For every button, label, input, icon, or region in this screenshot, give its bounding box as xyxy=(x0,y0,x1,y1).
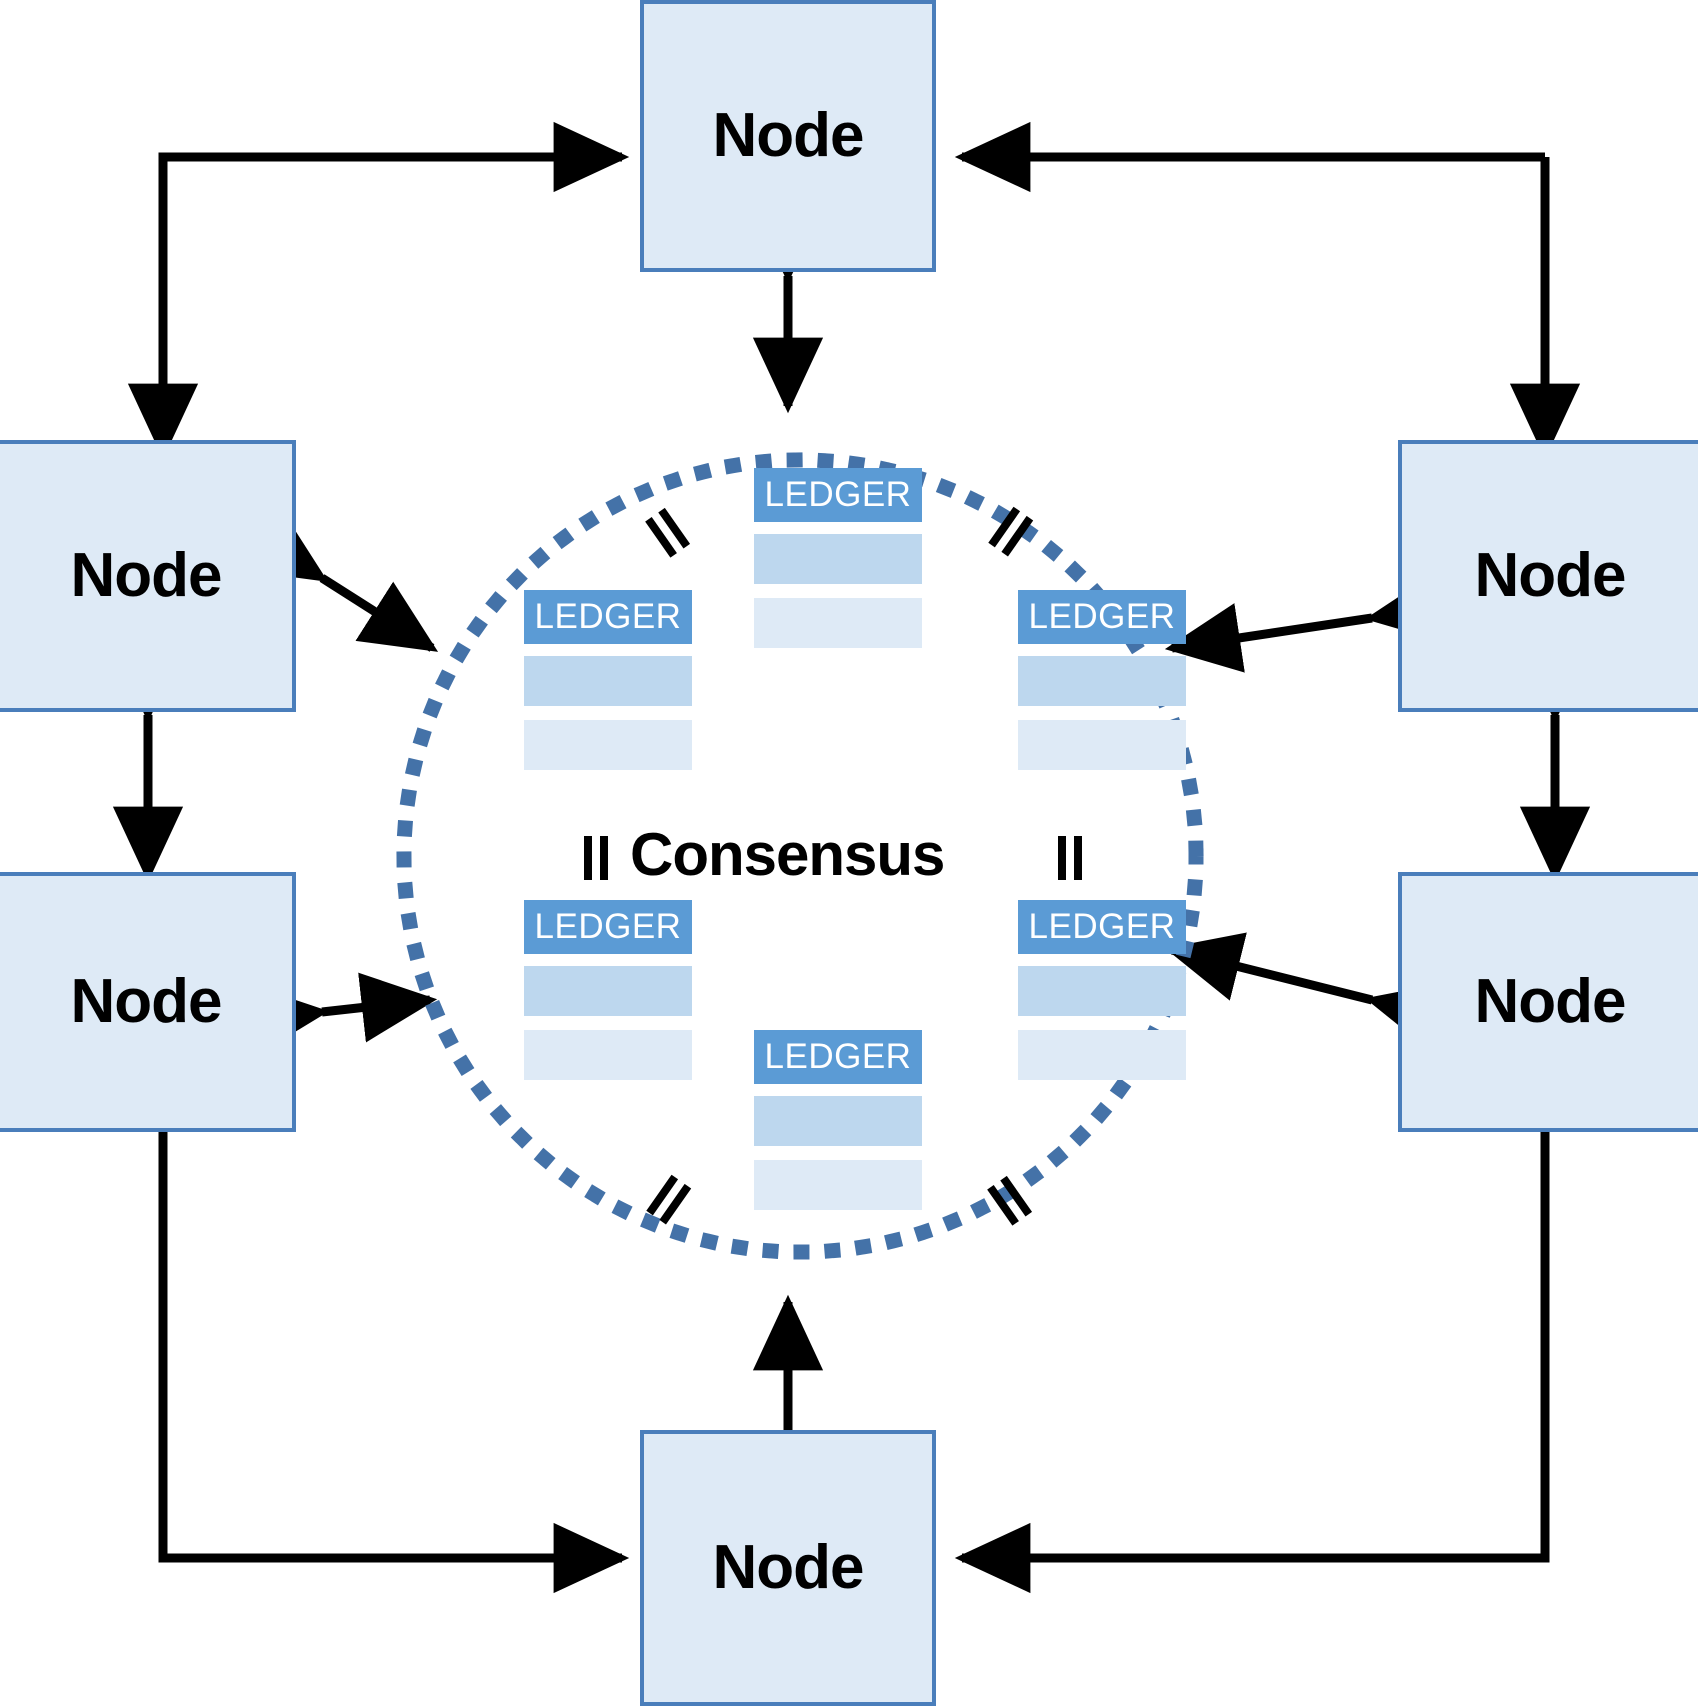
ledger-bottom[interactable]: LEDGER xyxy=(754,1030,922,1210)
connector-leftupper-to-top xyxy=(127,121,630,462)
ledger-lower-right-row-1 xyxy=(1018,966,1186,1016)
ledger-top-row-2 xyxy=(754,598,922,648)
ledger-top[interactable]: LEDGER xyxy=(754,468,922,648)
ledger-bottom-row-1 xyxy=(754,1096,922,1146)
equals-upper-left-icon xyxy=(637,501,701,565)
node-bottom[interactable]: Node xyxy=(640,1430,936,1706)
connector-rightlower-to-bottom xyxy=(954,1132,1550,1594)
equals-upper-right-icon xyxy=(979,501,1043,565)
node-left-lower-label: Node xyxy=(70,967,223,1036)
ledger-top-row-1 xyxy=(754,534,922,584)
ledger-upper-right-header: LEDGER xyxy=(1018,590,1186,644)
ledger-bottom-row-2 xyxy=(754,1160,922,1210)
ledger-upper-left-row-2 xyxy=(524,720,692,770)
connector-leftupper-to-consensus xyxy=(245,511,439,652)
equals-mid-left-icon xyxy=(574,836,620,882)
connector-leftlower-to-bottom xyxy=(158,1132,630,1594)
ledger-lower-left-header: LEDGER xyxy=(524,900,692,954)
node-right-upper-label: Node xyxy=(1474,541,1627,610)
node-right-upper[interactable]: Node xyxy=(1398,440,1698,712)
ledger-bottom-header: LEDGER xyxy=(754,1030,922,1084)
connector-rightupper-to-top xyxy=(954,121,1581,460)
ledger-upper-right-row-1 xyxy=(1018,656,1186,706)
equals-lower-right-icon xyxy=(979,1169,1043,1233)
ledger-lower-right[interactable]: LEDGER xyxy=(1018,900,1186,1080)
node-left-lower[interactable]: Node xyxy=(0,872,296,1132)
node-top[interactable]: Node xyxy=(640,0,936,272)
ledger-lower-right-row-2 xyxy=(1018,1030,1186,1080)
ledger-upper-right[interactable]: LEDGER xyxy=(1018,590,1186,770)
consensus-label: Consensus xyxy=(630,821,945,888)
ledger-lower-left[interactable]: LEDGER xyxy=(524,900,692,1080)
connector-rightlower-to-consensus xyxy=(1165,932,1447,1051)
ledger-upper-left-header: LEDGER xyxy=(524,590,692,644)
node-top-label: Node xyxy=(712,101,865,170)
ledger-top-header: LEDGER xyxy=(754,468,922,522)
ledger-lower-right-header: LEDGER xyxy=(1018,900,1186,954)
ledger-lower-left-row-2 xyxy=(524,1030,692,1080)
node-right-lower[interactable]: Node xyxy=(1398,872,1698,1132)
node-left-upper[interactable]: Node xyxy=(0,440,296,712)
ledger-upper-left[interactable]: LEDGER xyxy=(524,590,692,770)
equals-lower-left-icon xyxy=(637,1169,701,1233)
ledger-upper-right-row-2 xyxy=(1018,720,1186,770)
ledger-upper-left-row-1 xyxy=(524,656,692,706)
connector-leftlower-to-consensus xyxy=(250,972,438,1055)
connector-rightupper-to-consensus xyxy=(1164,573,1445,673)
node-left-upper-label: Node xyxy=(70,541,223,610)
equals-mid-right-icon xyxy=(1048,836,1094,882)
node-right-lower-label: Node xyxy=(1474,967,1627,1036)
ledger-lower-left-row-1 xyxy=(524,966,692,1016)
node-bottom-label: Node xyxy=(712,1533,865,1602)
